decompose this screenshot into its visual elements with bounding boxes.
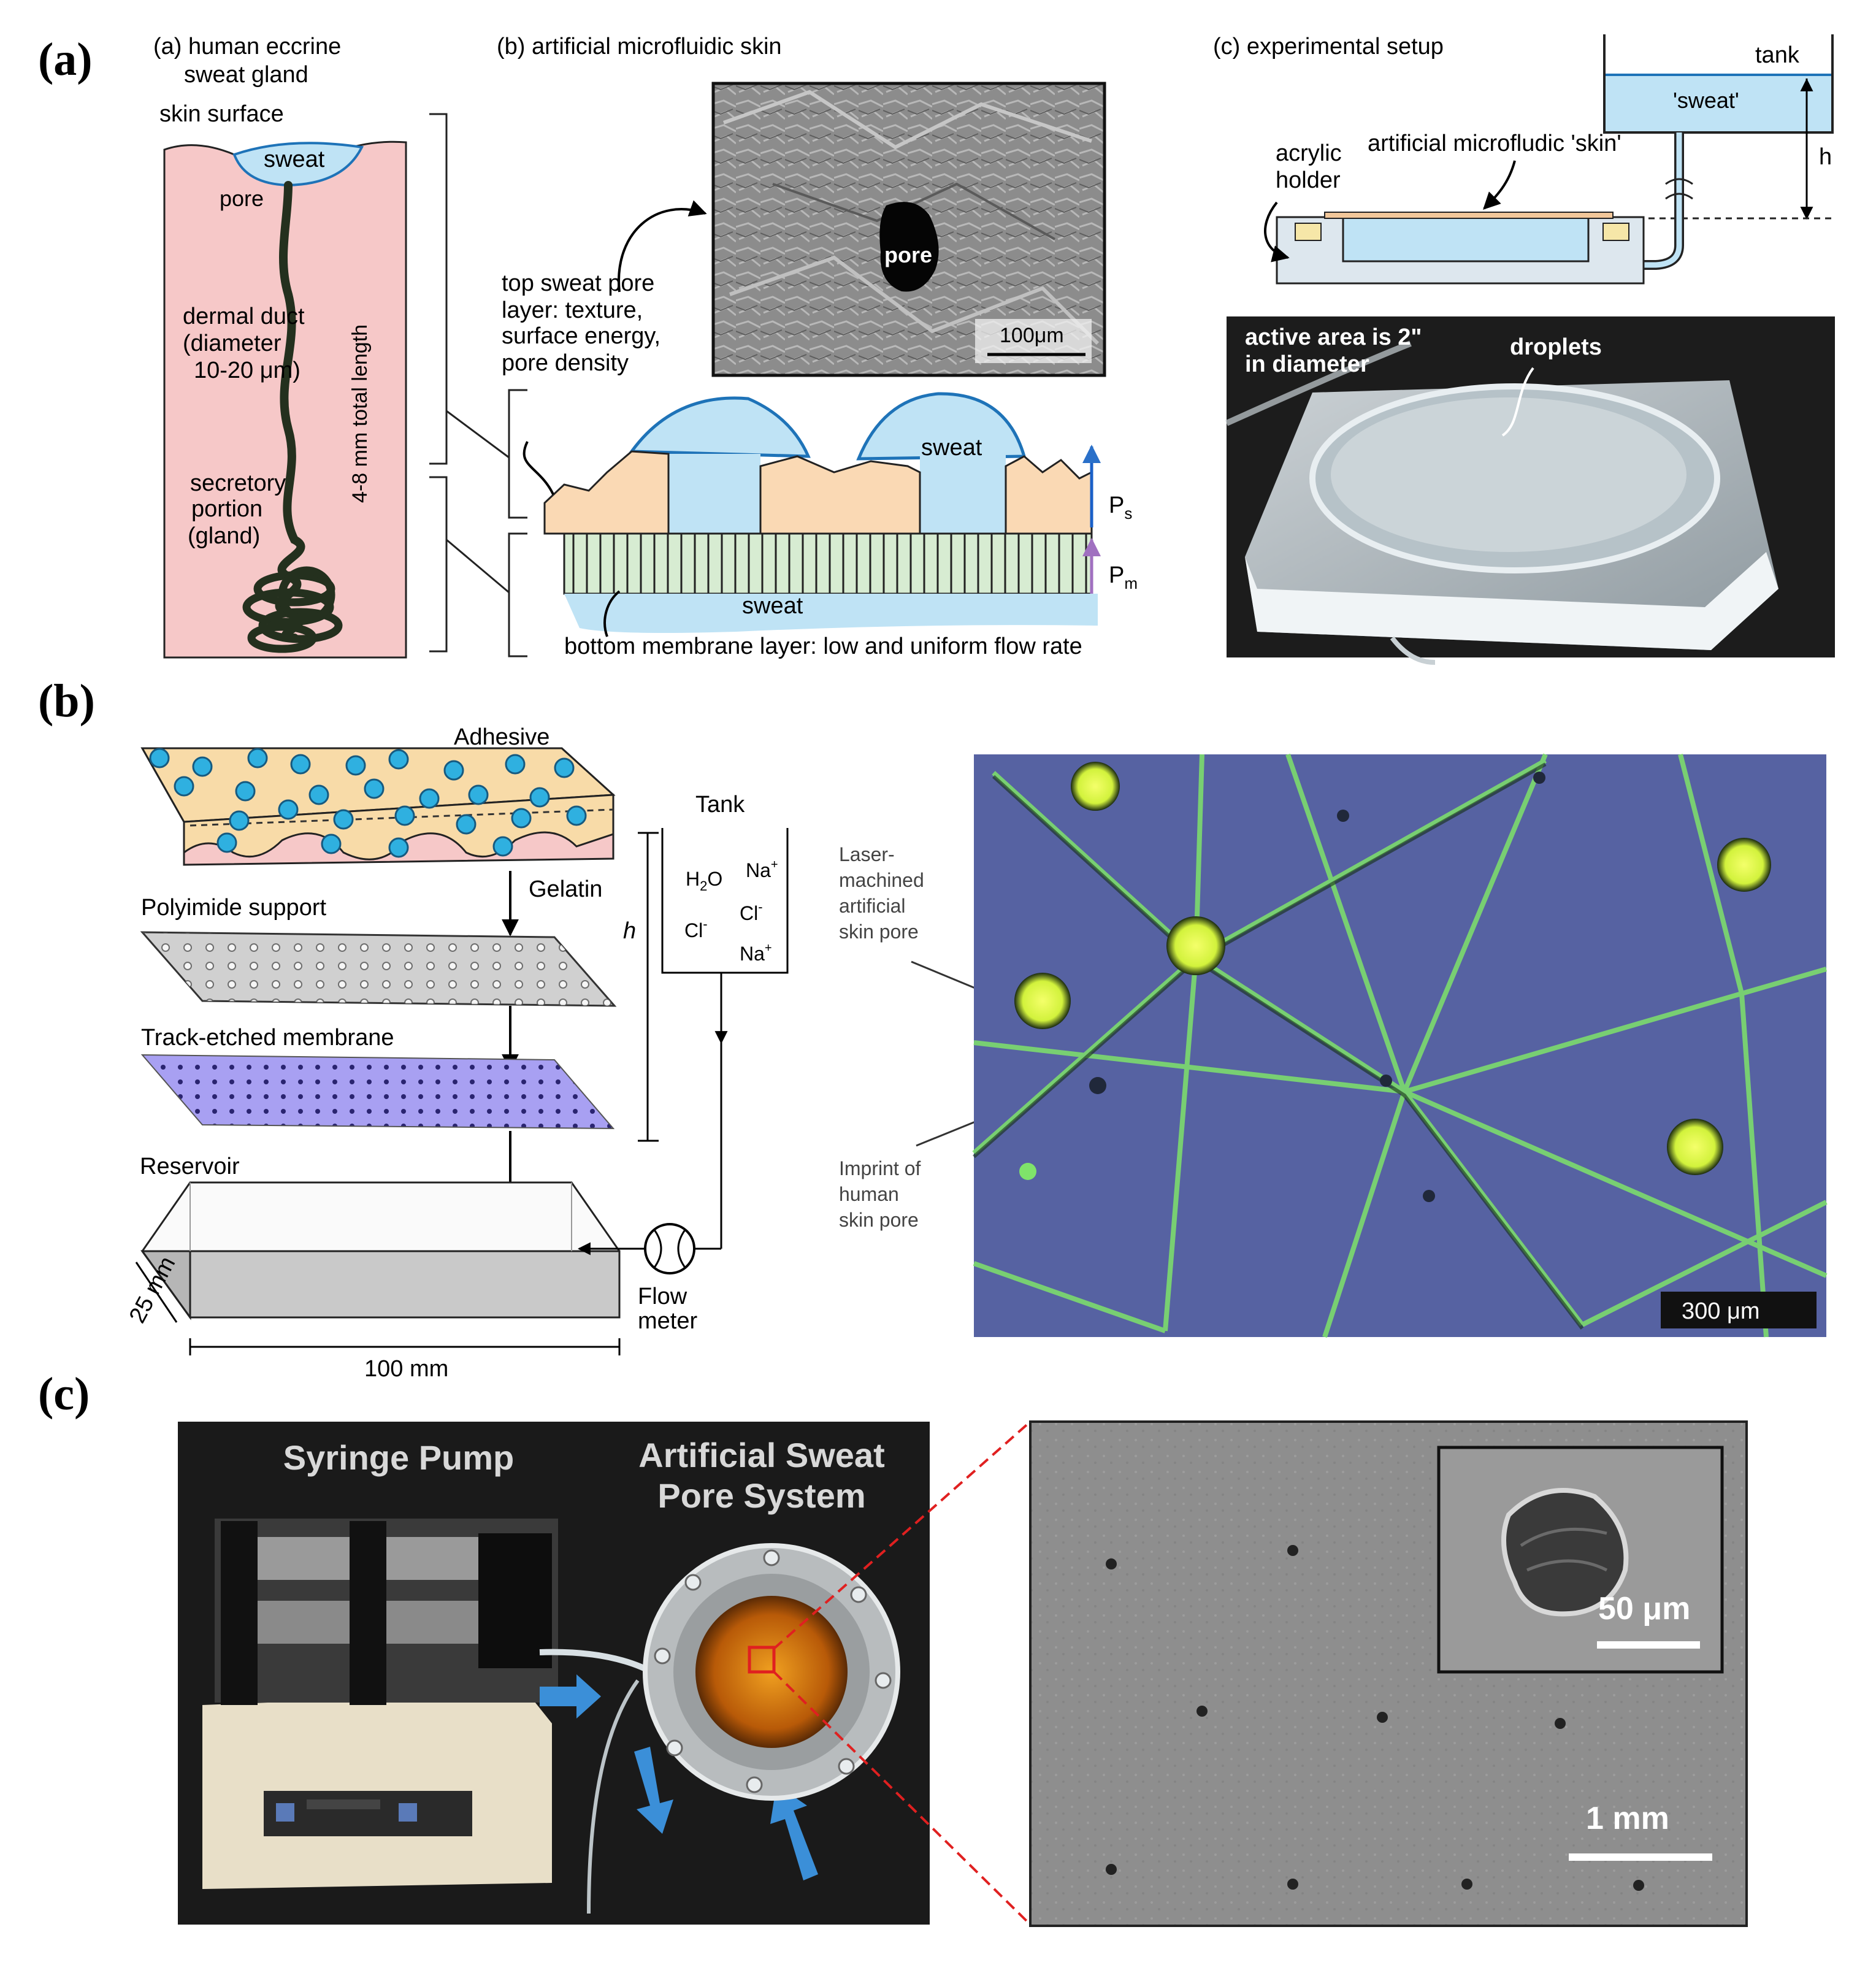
pump-keypad: [264, 1791, 472, 1836]
duct-label-line2: (diameter: [183, 331, 281, 356]
top-layer-line2: layer: texture,: [502, 297, 643, 323]
bottom-layer-label: bottom membrane layer: low and uniform f…: [564, 634, 1082, 659]
human-pore-imprints: [1089, 772, 1545, 1202]
sem-pore: [879, 202, 939, 292]
experimental-setup-diagram: (c) experimental setup tank 'sweat' h ac…: [1213, 34, 1835, 665]
laser-label-line3: artificial: [839, 895, 905, 917]
tank: [1603, 34, 1834, 134]
system-label-line1: Artificial Sweat: [638, 1436, 884, 1474]
imprint-label-line1: Imprint of: [839, 1157, 921, 1179]
gelatin-label: Gelatin: [529, 876, 602, 902]
skin-surface-label: skin surface: [159, 101, 284, 127]
flow-arrow-right: [540, 1674, 601, 1719]
polyimide-label: Polyimide support: [141, 895, 326, 921]
b-tank: [661, 828, 789, 974]
cl-label-1: Cl-: [684, 916, 708, 941]
micro-b-scale-label: 300 μm: [1682, 1298, 1760, 1324]
sem-pore-label: pore: [884, 242, 932, 267]
photo-label-line2: in diameter: [1245, 351, 1369, 377]
syringe-photo: Syringe Pump Artificial Sweat Pore Syste…: [178, 1422, 930, 1925]
panel-label-c: (c): [38, 1368, 90, 1420]
flow-meter: [644, 1223, 695, 1274]
adhesive-particles: [149, 748, 587, 858]
acrylic-label-line1: acrylic: [1276, 140, 1342, 166]
gland-bracket: [429, 476, 448, 653]
microscopy-image-b: Laser- machined artificial skin pore Imp…: [839, 753, 1828, 1338]
tank-sweat-label: 'sweat': [1673, 88, 1739, 113]
sweat-top-label: sweat: [921, 435, 982, 461]
sweat-pore-system: [643, 1543, 900, 1801]
flow-arrow-up: [770, 1785, 818, 1880]
na-label-2: Na+: [740, 941, 772, 965]
sem-c-scale-label: 1 mm: [1586, 1801, 1669, 1836]
panel-label-a: (a): [38, 34, 93, 85]
reservoir: [140, 1181, 621, 1320]
top-layer-line1: top sweat pore: [502, 270, 654, 296]
ps-label: Ps: [1109, 492, 1132, 523]
laser-label-line2: machined: [839, 869, 924, 891]
sweat-bottom-label: sweat: [742, 593, 803, 619]
top-layer-line4: pore density: [502, 350, 629, 376]
secretory-label-line1: secretory: [190, 470, 286, 496]
b-h-label: h: [623, 918, 636, 944]
reservoir-length-label: 100 mm: [364, 1356, 448, 1382]
tank-label: tank: [1755, 42, 1800, 68]
top-layer-line3: surface energy,: [502, 323, 660, 349]
duct-bracket: [429, 113, 448, 465]
imprint-label-line3: skin pore: [839, 1209, 919, 1231]
layer-stack-diagram: Adhesive Gelatin Polyimide support Track…: [124, 724, 789, 1382]
artificial-pores: [1014, 762, 1771, 1175]
micro-ridges: [972, 753, 1828, 1338]
secretory-label-line3: (gland): [188, 523, 260, 549]
pm-label: Pm: [1109, 562, 1138, 592]
artificial-skin-diagram: (b) artificial microfluidic skin pore 10…: [497, 34, 1138, 659]
flow-label-line2: meter: [638, 1308, 697, 1334]
gland-pore-label: pore: [220, 186, 264, 211]
h2o-label: H2O: [686, 868, 722, 894]
droplets-label: droplets: [1510, 334, 1602, 360]
imprint-label-line2: human: [839, 1183, 899, 1205]
total-length-label: 4-8 mm total length: [348, 324, 372, 503]
laser-label-line4: skin pore: [839, 921, 919, 943]
gland-title-line2: sweat gland: [184, 62, 308, 88]
duct-label-line3: 10-20 μm): [194, 358, 301, 383]
setup-photo: active area is 2" in diameter droplets: [1225, 316, 1835, 665]
cl-label-2: Cl-: [740, 899, 763, 924]
acrylic-label-line2: holder: [1276, 167, 1341, 193]
secretory-coil: [242, 566, 343, 653]
skin-title: (b) artificial microfluidic skin: [497, 34, 782, 59]
photo-label-line1: active area is 2": [1245, 324, 1422, 350]
flow-arrow-down: [634, 1747, 673, 1834]
track-etched-membrane: [140, 1054, 615, 1130]
inset-scale-label: 50 μm: [1598, 1591, 1690, 1627]
pore-array: [1106, 1545, 1644, 1891]
gland-title-line1: (a) human eccrine: [153, 34, 341, 59]
system-label-line2: Pore System: [657, 1476, 865, 1515]
syringe-pump-label: Syringe Pump: [283, 1438, 515, 1477]
panel-label-b: (b): [38, 675, 95, 727]
setup-title: (c) experimental setup: [1213, 34, 1444, 59]
sweat-gland-diagram: (a) human eccrine sweat gland skin surfa…: [153, 34, 510, 659]
adhesive-label: Adhesive: [454, 724, 549, 750]
setup-h-label: h: [1819, 144, 1832, 170]
membrane-layer: [563, 532, 1093, 595]
reservoir-label: Reservoir: [140, 1154, 240, 1179]
membrane-label: Track-etched membrane: [141, 1025, 394, 1051]
sem-image-c: 50 μm 1 mm: [1029, 1420, 1748, 1927]
laser-label-line1: Laser-: [839, 843, 895, 865]
micro-background: [974, 754, 1826, 1337]
na-label-1: Na+: [746, 858, 778, 881]
sem-scale-label: 100μm: [1000, 324, 1064, 347]
sem-image: pore 100μm: [711, 82, 1106, 377]
secretory-label-line2: portion: [191, 496, 262, 522]
duct-label-line1: dermal duct: [183, 304, 305, 329]
sweat-droplet: [232, 142, 364, 187]
b-tank-label: Tank: [695, 792, 745, 818]
gland-sweat-label: sweat: [264, 147, 325, 172]
flow-label-line1: Flow: [638, 1284, 687, 1309]
skin-label: artificial microfludic 'skin': [1368, 131, 1621, 156]
